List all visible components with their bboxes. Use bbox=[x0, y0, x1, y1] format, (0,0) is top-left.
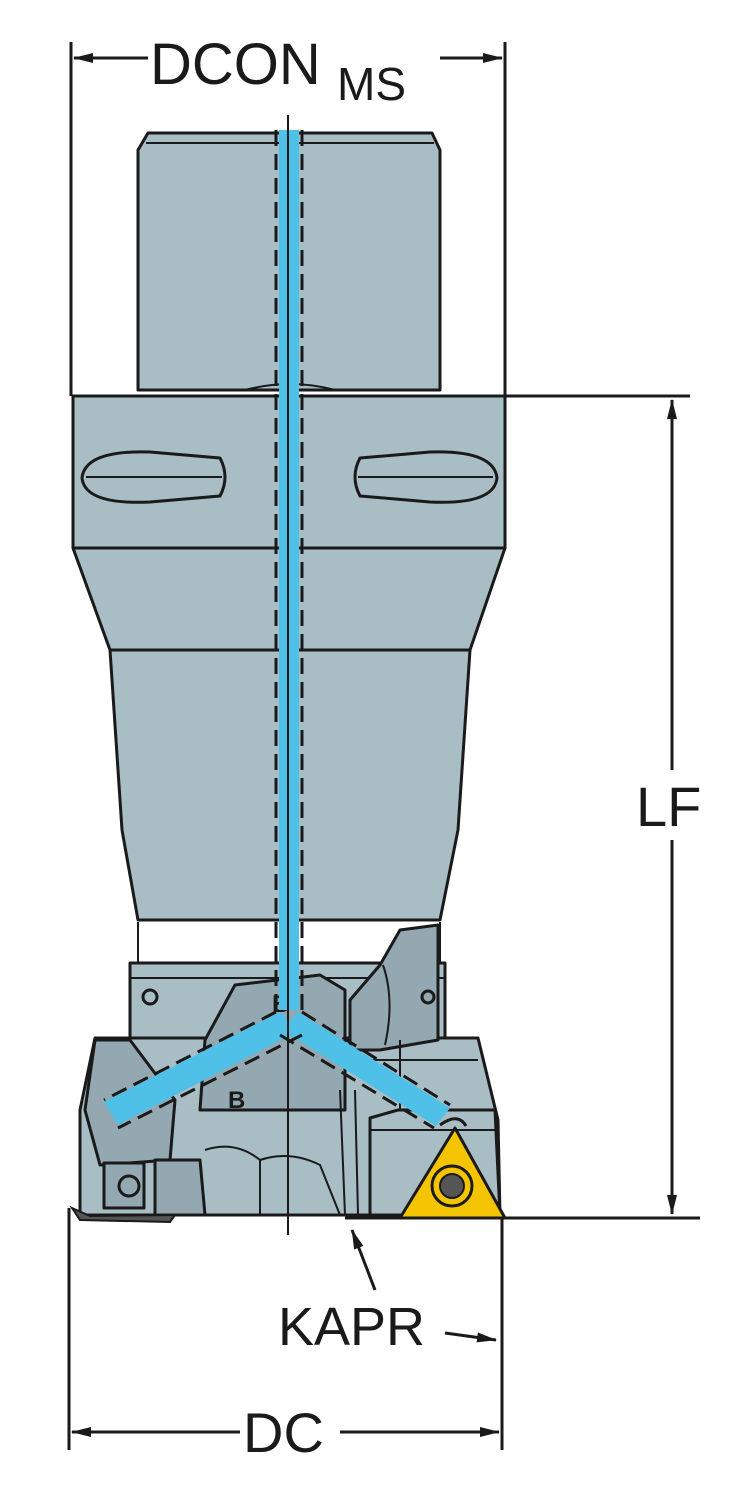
triangle-insert-icon bbox=[398, 1117, 507, 1220]
coolant-channels bbox=[103, 115, 451, 1235]
lf-label: LF bbox=[636, 775, 701, 838]
kapr-label: KAPR bbox=[278, 1297, 425, 1357]
dimension-dc: DC bbox=[67, 1208, 504, 1464]
dcon-subscript: MS bbox=[337, 58, 406, 110]
dc-label: DC bbox=[243, 1401, 324, 1464]
dimension-kapr: KAPR bbox=[278, 1229, 497, 1357]
screw-icon bbox=[420, 989, 436, 1005]
screw-icon bbox=[141, 988, 159, 1006]
screw-icon bbox=[117, 1174, 141, 1198]
chip-pocket-right bbox=[348, 923, 440, 1052]
svg-text:B: B bbox=[228, 1087, 245, 1114]
dimension-lf: LF bbox=[345, 394, 701, 1220]
dcon-label: DCON bbox=[150, 32, 321, 97]
dimension-dcon: DCON MS bbox=[69, 32, 507, 396]
base-scallop bbox=[153, 1158, 207, 1217]
